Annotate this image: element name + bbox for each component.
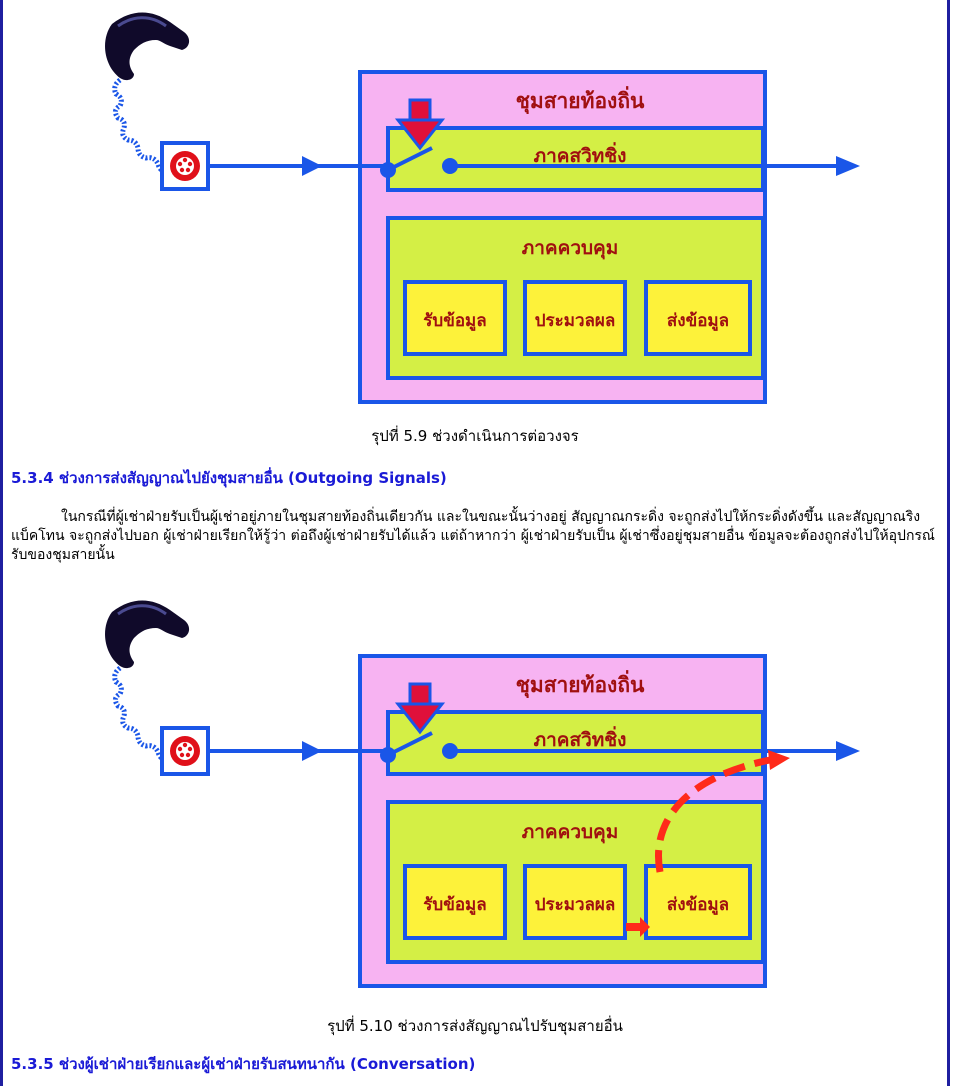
arrow-head-in — [302, 156, 322, 176]
control-label: ภาคควบคุม — [522, 821, 619, 844]
switch-blade — [387, 731, 433, 757]
switch-contact-left — [380, 747, 396, 763]
push-down-arrow-icon — [394, 98, 446, 151]
send-data-box — [644, 864, 752, 940]
process-box — [523, 864, 627, 940]
telephone-handset-icon — [105, 12, 190, 81]
send-data-label: ส่งข้อมูล — [667, 895, 729, 916]
receive-data-label: รับข้อมูล — [423, 895, 486, 916]
figure-5-9-diagram: ชุมสายท้องถิ่น ภาคสวิทชิ่ง ภาคควบคุม รับ… — [105, 12, 860, 404]
receive-data-box — [403, 864, 507, 940]
process-to-send-arrow — [626, 917, 650, 937]
exchange-title: ชุมสายท้องถิ่น — [516, 85, 645, 115]
page-frame-right — [947, 0, 950, 1086]
arrow-head-in — [302, 741, 322, 761]
arrow-head-out — [836, 156, 860, 176]
switching-label: ภาคสวิทชิ่ง — [534, 142, 627, 167]
figure-5-10-caption: รุปที่ 5.10 ช่วงการส่งสัญญาณไปรับชุมสายอ… — [327, 1017, 623, 1035]
switch-blade — [387, 146, 433, 172]
telephone-handset-icon — [105, 600, 190, 669]
control-label: ภาคควบคุม — [522, 237, 619, 260]
outgoing-signal-curve — [655, 756, 771, 873]
outgoing-signal-arrowhead — [768, 750, 790, 770]
switch-contact-left — [380, 162, 396, 178]
wall-socket-icon — [160, 726, 210, 776]
push-down-arrow-icon — [394, 682, 446, 735]
figure-5-10-diagram: ชุมสายท้องถิ่น ภาคสวิทชิ่ง ภาคควบคุม รับ… — [105, 600, 860, 988]
switching-label: ภาคสวิทชิ่ง — [534, 726, 627, 751]
switching-section — [386, 710, 765, 776]
page-frame-left — [0, 0, 3, 1086]
section-5-3-5-heading: 5.3.5 ช่วงผู้เช่าฝ่ายเรียกและผู้เช่าฝ่าย… — [11, 1055, 476, 1073]
phone-cord — [112, 666, 183, 766]
wall-socket-icon — [160, 141, 210, 191]
process-box — [523, 280, 627, 356]
send-data-label: ส่งข้อมูล — [667, 311, 729, 332]
figure-5-9-caption: รุปที่ 5.9 ช่วงดำเนินการต่อวงจร — [371, 427, 579, 445]
section-5-3-4-heading: 5.3.4 ช่วงการส่งสัญญาณไปยังชุมสายอื่น (O… — [11, 469, 447, 487]
process-label: ประมวลผล — [535, 311, 616, 331]
section-5-3-4-paragraph: ในกรณีที่ผู้เช่าฝ่ายรับเป็นผู้เช่าอยู่ภา… — [11, 509, 935, 563]
arrow-head-out — [836, 741, 860, 761]
receive-data-label: รับข้อมูล — [423, 311, 486, 332]
process-label: ประมวลผล — [535, 895, 616, 915]
send-data-box — [644, 280, 752, 356]
phone-cord — [112, 78, 183, 178]
receive-data-box — [403, 280, 507, 356]
exchange-title: ชุมสายท้องถิ่น — [516, 669, 645, 699]
